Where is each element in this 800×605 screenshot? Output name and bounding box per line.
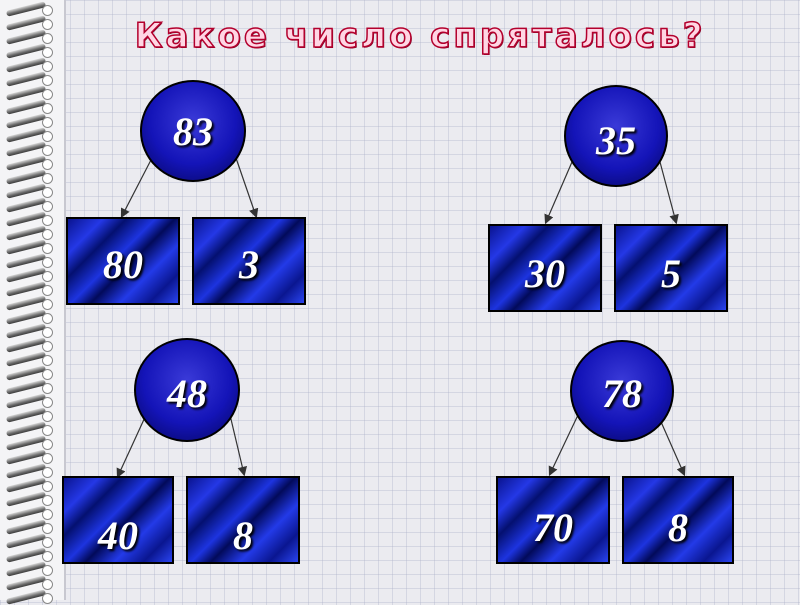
spiral-ring [5, 491, 56, 507]
spiral-ring [5, 281, 56, 297]
spiral-ring [5, 421, 56, 437]
spiral-ring [5, 85, 56, 101]
spiral-ring [5, 575, 56, 591]
spiral-ring [5, 295, 56, 311]
arrow-48-right [229, 414, 248, 477]
spiral-ring [5, 309, 56, 325]
tens-box-3: 40 [62, 476, 174, 564]
ones-number: 8 [668, 505, 688, 550]
spiral-ring [5, 463, 56, 479]
ones-box-4: 8 [622, 476, 734, 564]
arrow-78-left [548, 414, 579, 477]
spiral-ring [5, 169, 56, 185]
spiral-ring [5, 155, 56, 171]
spiral-ring [5, 561, 56, 577]
whole-number: 48 [167, 371, 207, 416]
spiral-ring [5, 519, 56, 535]
spiral-ring [5, 435, 56, 451]
ones-number: 3 [239, 242, 259, 287]
spiral-ring [5, 365, 56, 381]
tens-number: 70 [533, 505, 573, 550]
spiral-ring [5, 407, 56, 423]
arrow-35-left [544, 161, 573, 225]
arrow-83-left [120, 157, 153, 219]
spiral-ring [5, 267, 56, 283]
spiral-ring [5, 43, 56, 59]
spiral-ring [5, 57, 56, 73]
whole-circle-3: 48 [134, 338, 240, 442]
spiral-ring [5, 15, 56, 31]
whole-circle-4: 78 [570, 340, 674, 442]
tens-box-2: 30 [488, 224, 602, 312]
whole-circle-1: 83 [140, 80, 246, 182]
ones-number: 8 [233, 513, 253, 558]
spiral-ring [5, 477, 56, 493]
arrow-48-left [116, 414, 147, 479]
spiral-ring [5, 99, 56, 115]
whole-circle-2: 35 [564, 85, 668, 187]
tens-box-1: 80 [66, 217, 180, 305]
spiral-ring [5, 449, 56, 465]
tens-box-4: 70 [496, 476, 610, 564]
spiral-ring [5, 1, 56, 17]
notebook-spiral [0, 0, 66, 605]
tens-number: 80 [103, 242, 143, 287]
tens-number: 40 [98, 513, 138, 558]
spiral-ring [5, 533, 56, 549]
spiral-ring [5, 225, 56, 241]
spiral-ring [5, 393, 56, 409]
ones-box-3: 8 [186, 476, 300, 564]
spiral-ring [5, 239, 56, 255]
spiral-ring [5, 197, 56, 213]
spiral-ring [5, 141, 56, 157]
spiral-ring [5, 211, 56, 227]
spiral-ring [5, 547, 56, 563]
arrow-78-right [657, 414, 686, 477]
whole-number: 78 [602, 371, 642, 416]
whole-number: 83 [173, 109, 213, 154]
spiral-ring [5, 379, 56, 395]
spiral-ring [5, 337, 56, 353]
arrow-35-right [659, 161, 679, 225]
spiral-ring [5, 127, 56, 143]
spiral-ring [5, 71, 56, 87]
spiral-ring [5, 505, 56, 521]
spiral-ring [5, 29, 56, 45]
spiral-ring [5, 113, 56, 129]
arrow-83-right [235, 157, 259, 219]
spiral-ring [5, 253, 56, 269]
tens-number: 30 [525, 251, 565, 296]
ones-box-1: 3 [192, 217, 306, 305]
page-title: Какое число спряталось? [134, 15, 706, 57]
spiral-ring [5, 351, 56, 367]
ones-number: 5 [661, 251, 681, 296]
whole-number: 35 [596, 118, 636, 163]
spiral-ring [5, 183, 56, 199]
spiral-ring [5, 323, 56, 339]
ones-box-2: 5 [614, 224, 728, 312]
